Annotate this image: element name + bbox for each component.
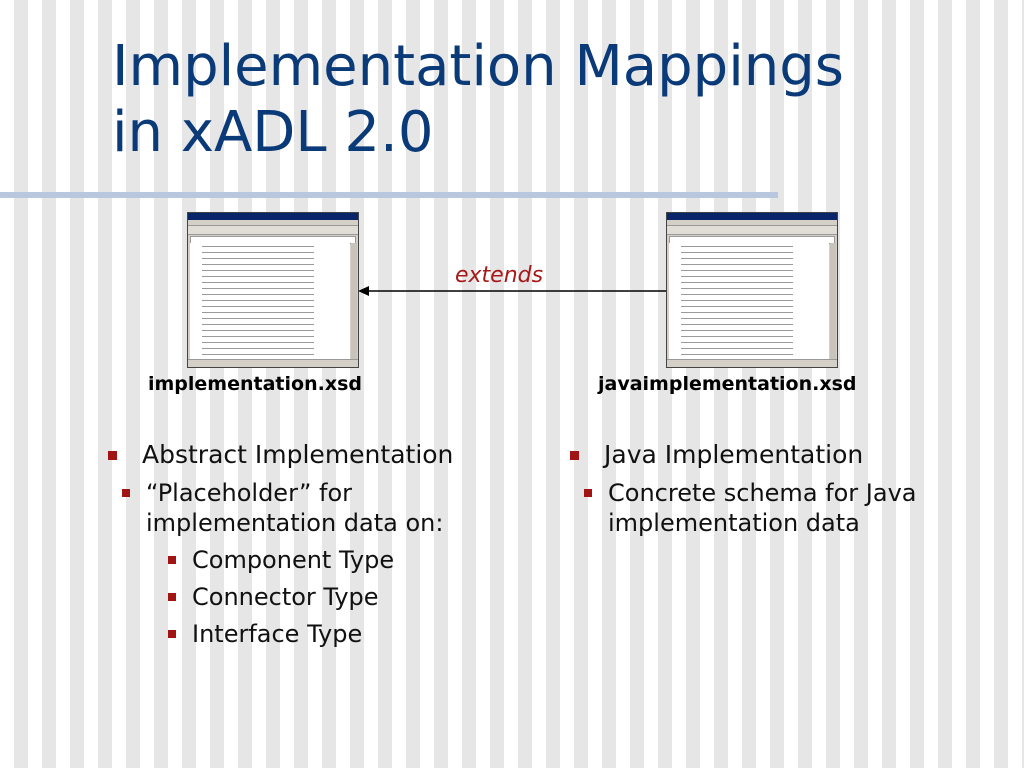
bullet-java-implementation: Java Implementation Concrete schema for … [564,440,984,538]
implementation-types-list: Component Type Connector Type Interface … [102,545,522,649]
bullet-concrete-schema: Concrete schema for Java implementation … [564,478,984,538]
bullet-text: Java Implementation [604,440,864,469]
browser-toolbar [667,226,837,235]
extends-arrow [358,286,666,296]
right-bullet-list: Java Implementation Concrete schema for … [564,440,984,538]
implementation-xsd-screenshot [187,212,359,368]
browser-titlebar [667,213,837,220]
slide-title-line-2: in xADL 2.0 [112,100,434,165]
javaimplementation-filename: javaimplementation.xsd [598,373,857,395]
title-divider [0,192,778,198]
list-item: Connector Type [102,582,522,612]
bullet-placeholder: “Placeholder” for implementation data on… [102,478,522,538]
slide-title-line-1: Implementation Mappings [112,34,844,99]
browser-statusbar [188,359,358,367]
xml-content [190,243,350,359]
xml-content [669,243,829,359]
implementation-filename: implementation.xsd [148,373,362,395]
browser-toolbar [188,226,358,235]
browser-scrollbar [830,243,836,359]
browser-menubar [667,220,837,226]
javaimplementation-xsd-screenshot [666,212,838,368]
list-item: Component Type [102,545,522,575]
browser-titlebar [188,213,358,220]
slide-title: Implementation Mappings in xADL 2.0 [112,34,992,166]
bullet-text: Concrete schema for Java implementation … [608,479,917,537]
left-bullet-list: Abstract Implementation “Placeholder” fo… [102,440,522,649]
bullet-abstract-implementation: Abstract Implementation “Placeholder” fo… [102,440,522,538]
browser-menubar [188,220,358,226]
bullet-text: Abstract Implementation [142,440,454,469]
extends-label: extends [455,263,544,288]
bullet-text: “Placeholder” for implementation data on… [146,479,444,537]
list-item: Interface Type [102,619,522,649]
browser-scrollbar [351,243,357,359]
browser-statusbar [667,359,837,367]
